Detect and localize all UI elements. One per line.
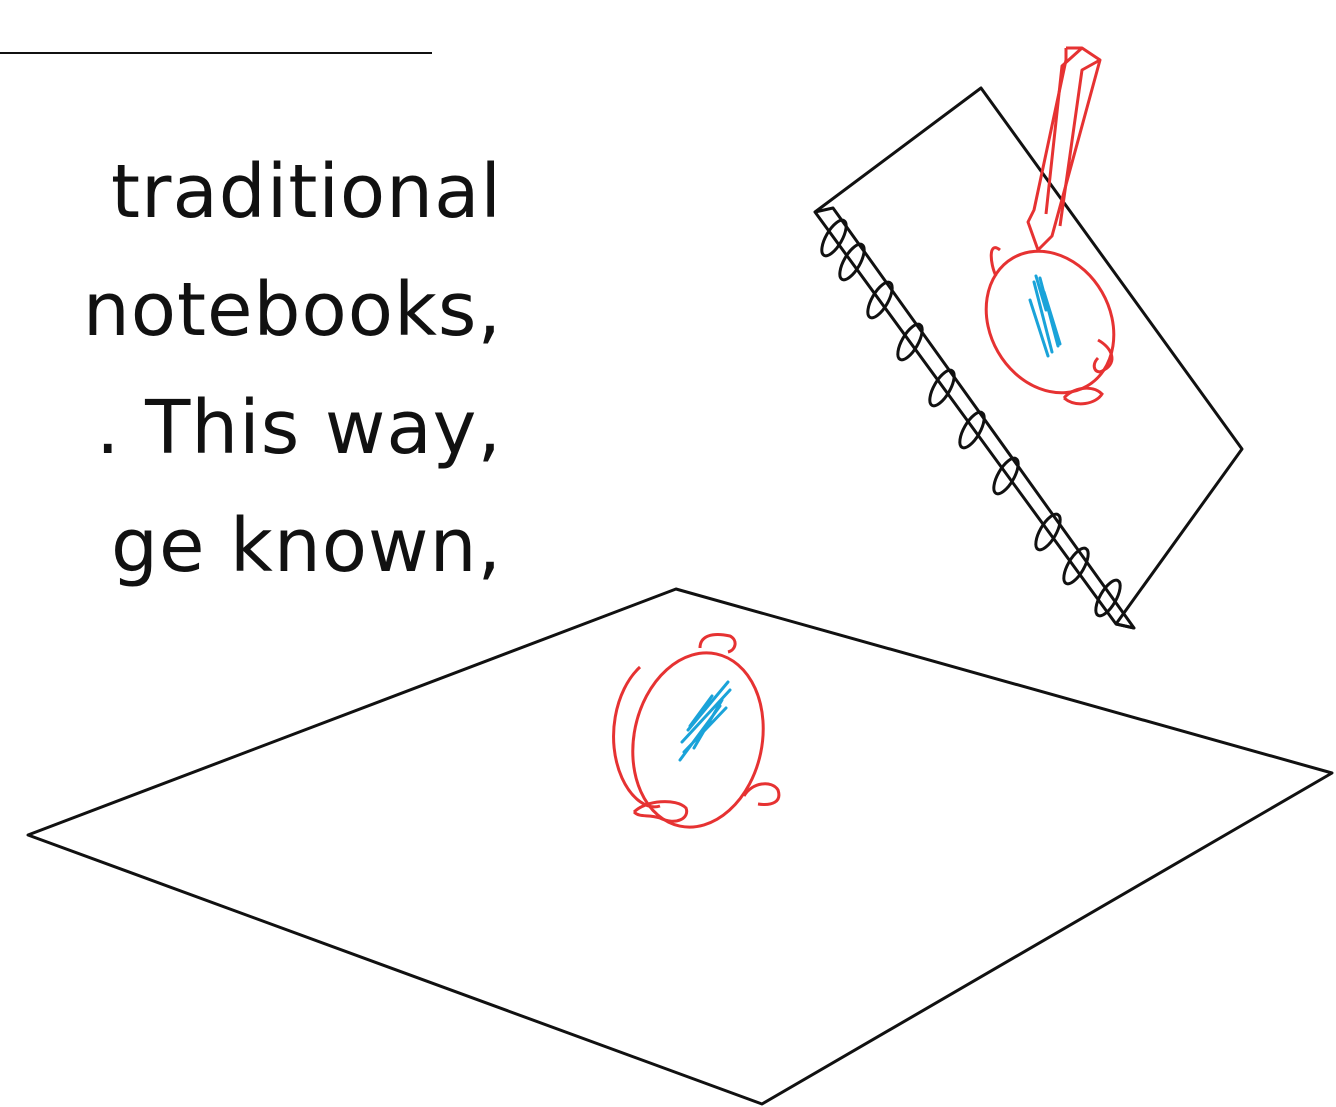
- notebook-drawing: [961, 228, 1139, 416]
- flat-paper-sheet: [28, 589, 1332, 1104]
- spiral-notebook: [815, 88, 1242, 628]
- sheet-drawing: [614, 635, 779, 840]
- arrow-icon: [1028, 48, 1100, 250]
